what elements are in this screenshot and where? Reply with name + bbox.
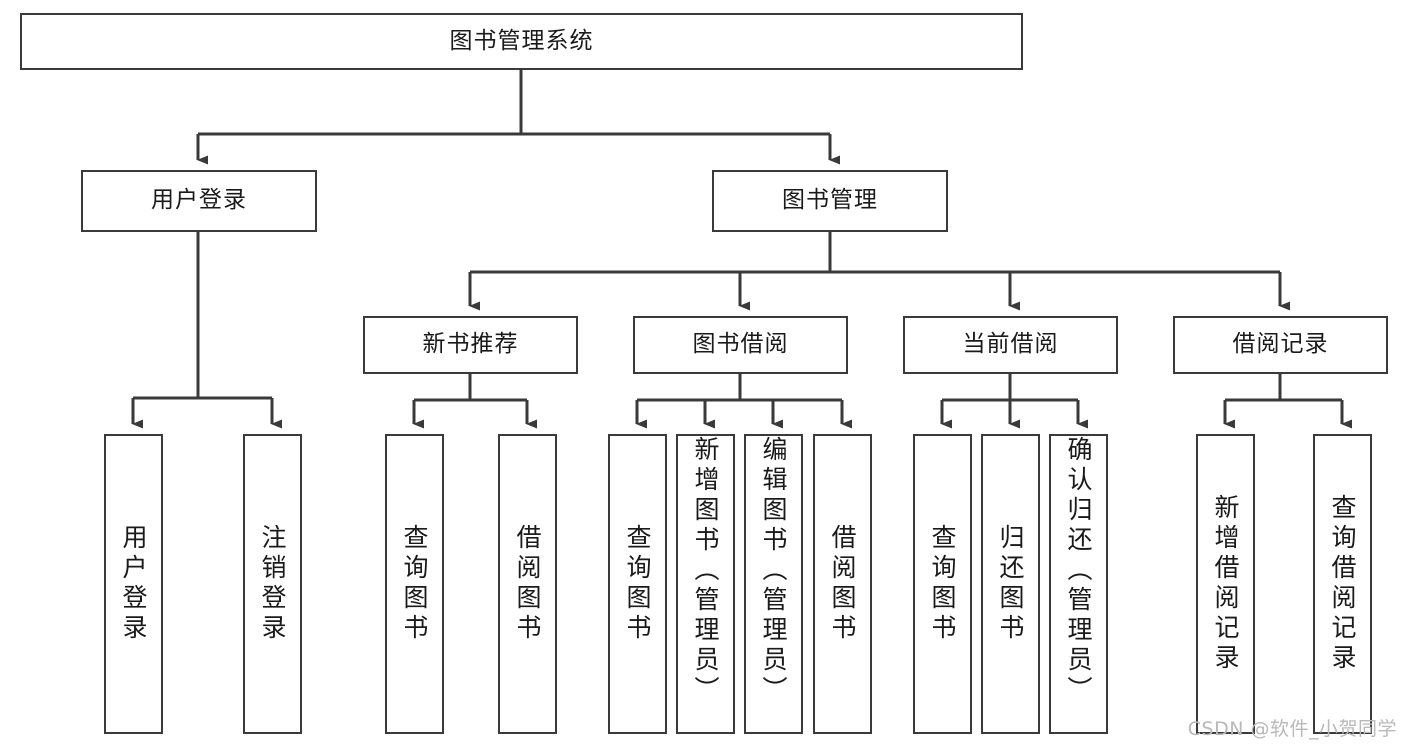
node-new-book-recommend[interactable]: 新书推荐: [363, 316, 578, 374]
node-label: 查询图书: [400, 524, 429, 644]
node-label: 新增图书（管理员）: [691, 436, 720, 706]
node-label: 借阅记录: [1232, 331, 1329, 358]
node-borrow-record[interactable]: 借阅记录: [1173, 316, 1388, 374]
node-label: 新增借阅记录: [1211, 494, 1240, 674]
node-label: 用户登录: [151, 187, 247, 214]
leaf-new-book-borrow-book[interactable]: 借阅图书: [498, 434, 557, 734]
node-label: 确认归还（管理员）: [1064, 436, 1093, 706]
node-book-management[interactable]: 图书管理: [712, 170, 948, 232]
node-label: 注销登录: [258, 524, 287, 644]
node-label: 查询借阅记录: [1328, 494, 1357, 674]
node-label: 用户登录: [119, 524, 148, 644]
leaf-user-login-logout[interactable]: 注销登录: [243, 434, 302, 734]
node-label: 借阅图书: [828, 524, 857, 644]
leaf-new-book-query-book[interactable]: 查询图书: [385, 434, 444, 734]
node-label: 当前借阅: [962, 331, 1059, 358]
node-book-borrow[interactable]: 图书借阅: [633, 316, 848, 374]
node-user-login[interactable]: 用户登录: [81, 170, 317, 232]
node-label: 归还图书: [996, 524, 1025, 644]
leaf-book-borrow-add-book-admin[interactable]: 新增图书（管理员）: [676, 434, 735, 734]
leaf-user-login-login[interactable]: 用户登录: [104, 434, 163, 734]
leaf-book-borrow-edit-book-admin[interactable]: 编辑图书（管理员）: [744, 434, 803, 734]
node-label: 图书管理系统: [449, 27, 594, 54]
node-current-borrow[interactable]: 当前借阅: [903, 316, 1118, 374]
leaf-current-borrow-query-book[interactable]: 查询图书: [913, 434, 972, 734]
leaf-borrow-record-add-record[interactable]: 新增借阅记录: [1196, 434, 1255, 734]
leaf-current-borrow-confirm-return-admin[interactable]: 确认归还（管理员）: [1049, 434, 1108, 734]
node-label: 图书借阅: [692, 331, 789, 358]
node-label: 编辑图书（管理员）: [759, 436, 788, 706]
leaf-book-borrow-borrow-book[interactable]: 借阅图书: [813, 434, 872, 734]
leaf-current-borrow-return-book[interactable]: 归还图书: [981, 434, 1040, 734]
node-label: 查询图书: [928, 524, 957, 644]
leaf-book-borrow-query-book[interactable]: 查询图书: [608, 434, 667, 734]
leaf-borrow-record-query-record[interactable]: 查询借阅记录: [1313, 434, 1372, 734]
node-label: 借阅图书: [513, 524, 542, 644]
node-label: 新书推荐: [422, 331, 519, 358]
node-label: 查询图书: [623, 524, 652, 644]
node-root-book-management-system[interactable]: 图书管理系统: [20, 13, 1023, 70]
node-label: 图书管理: [782, 187, 878, 214]
watermark-text: CSDN @软件_小贺同学: [1187, 718, 1397, 740]
